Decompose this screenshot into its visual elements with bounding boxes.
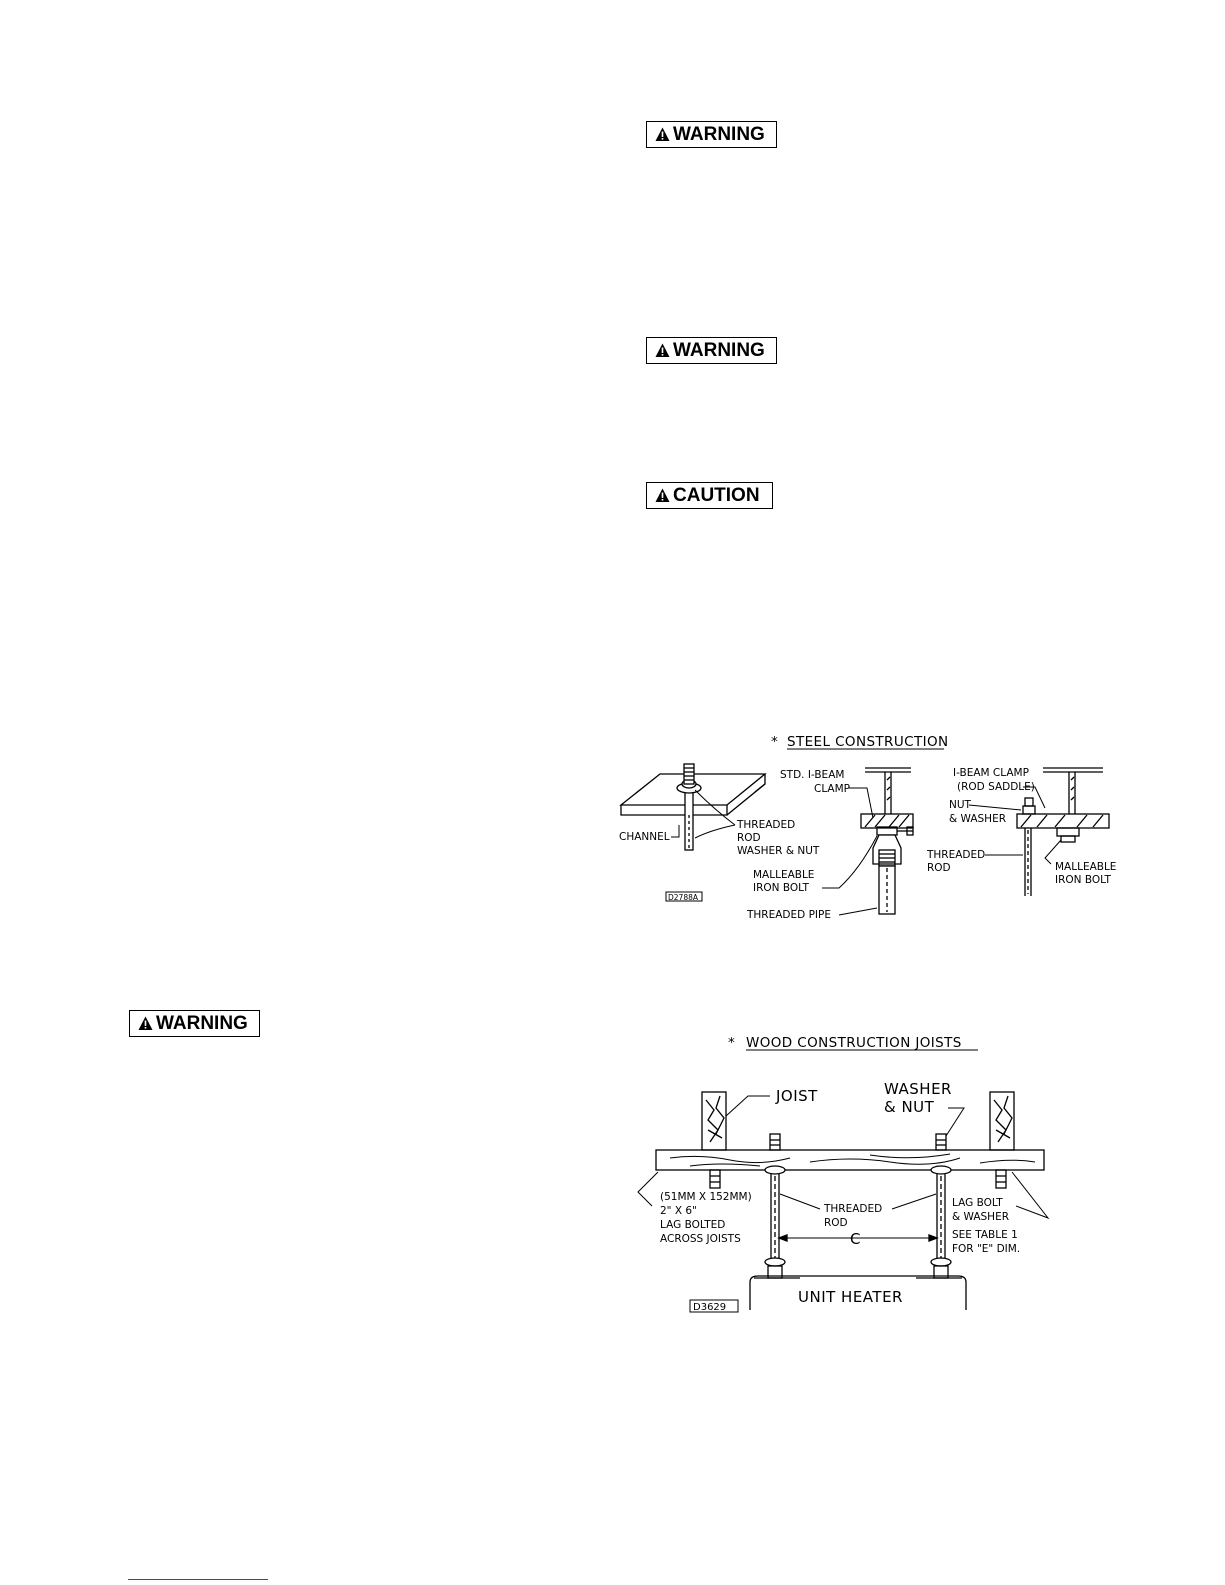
label-board-size: 2" X 6": [660, 1205, 697, 1217]
label-see-table: SEE TABLE 1: [952, 1229, 1018, 1241]
label-std-clamp: CLAMP: [814, 783, 850, 795]
label-malleable-bolt: IRON BOLT: [753, 882, 810, 894]
label-lag-bolt: LAG BOLT: [952, 1197, 1003, 1209]
label-see-table: FOR "E" DIM.: [952, 1243, 1020, 1255]
steel-construction-figure: * STEEL CONSTRUCTION CHANNEL THREADED RO…: [615, 730, 1135, 940]
warning-label: WARNING: [156, 1013, 248, 1034]
drawing-id: D3629: [693, 1302, 726, 1313]
warning-badge: WARNING: [646, 337, 777, 364]
steel-asterisk: *: [771, 734, 778, 750]
label-dimension-c: C: [850, 1230, 861, 1248]
label-board-size: (51MM X 152MM): [660, 1191, 752, 1203]
warning-triangle-icon: [655, 343, 670, 358]
steel-title: STEEL CONSTRUCTION: [787, 734, 949, 750]
warning-badge: WARNING: [646, 121, 777, 148]
label-unit-heater: UNIT HEATER: [798, 1288, 903, 1306]
label-board-size: LAG BOLTED: [660, 1219, 725, 1231]
label-malleable-bolt-b: IRON BOLT: [1055, 874, 1112, 886]
warning-label: WARNING: [673, 340, 765, 361]
caution-badge: CAUTION: [646, 482, 773, 509]
label-channel: CHANNEL: [619, 831, 670, 843]
wood-asterisk: *: [728, 1035, 735, 1051]
wood-construction-figure: * WOOD CONSTRUCTION JOISTS: [630, 1030, 1070, 1330]
label-washer-nut: & NUT: [884, 1098, 935, 1116]
warning-triangle-icon: [655, 488, 670, 503]
label-threaded-pipe: THREADED PIPE: [746, 909, 831, 921]
label-threaded-rod-b: ROD: [927, 862, 951, 874]
label-nut-washer: NUT: [949, 799, 972, 811]
i-beam-clamp-drawing: [860, 767, 914, 915]
caution-label: CAUTION: [673, 485, 760, 506]
joist-drawing: [655, 1091, 1045, 1310]
label-malleable-bolt-b: MALLEABLE: [1055, 861, 1116, 873]
label-lag-bolt: & WASHER: [952, 1211, 1009, 1223]
warning-badge: WARNING: [129, 1010, 260, 1037]
rod-saddle-clamp-drawing: [1016, 767, 1110, 896]
label-threaded-rod: ROD: [824, 1217, 848, 1229]
label-nut-washer: & WASHER: [949, 813, 1006, 825]
channel-drawing: [619, 763, 767, 851]
warning-triangle-icon: [138, 1016, 153, 1031]
label-threaded-rod: ROD: [737, 832, 761, 844]
label-threaded-rod-b: THREADED: [926, 849, 985, 861]
label-washer-nut: WASHER & NUT: [737, 845, 820, 857]
label-malleable-bolt: MALLEABLE: [753, 869, 814, 881]
footnote-rule: [128, 1579, 268, 1580]
label-threaded-rod: THREADED: [736, 819, 795, 831]
label-board-size: ACROSS JOISTS: [660, 1233, 741, 1245]
label-threaded-rod: THREADED: [823, 1203, 882, 1215]
warning-label: WARNING: [673, 124, 765, 145]
wood-title: WOOD CONSTRUCTION JOISTS: [746, 1035, 962, 1051]
warning-triangle-icon: [655, 127, 670, 142]
drawing-id: D2788A: [668, 893, 699, 902]
label-ibeam-clamp: I-BEAM CLAMP: [953, 767, 1029, 779]
label-washer-nut: WASHER: [884, 1080, 952, 1098]
label-ibeam-clamp: (ROD SADDLE): [957, 781, 1035, 793]
label-joist: JOIST: [775, 1087, 818, 1105]
label-std-clamp: STD. I-BEAM: [780, 769, 844, 781]
